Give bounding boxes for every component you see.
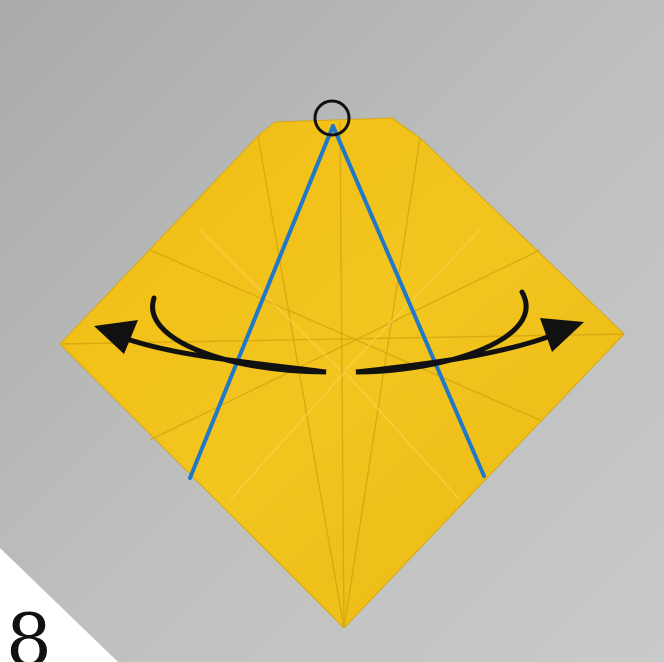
step-number: 8: [6, 604, 52, 662]
